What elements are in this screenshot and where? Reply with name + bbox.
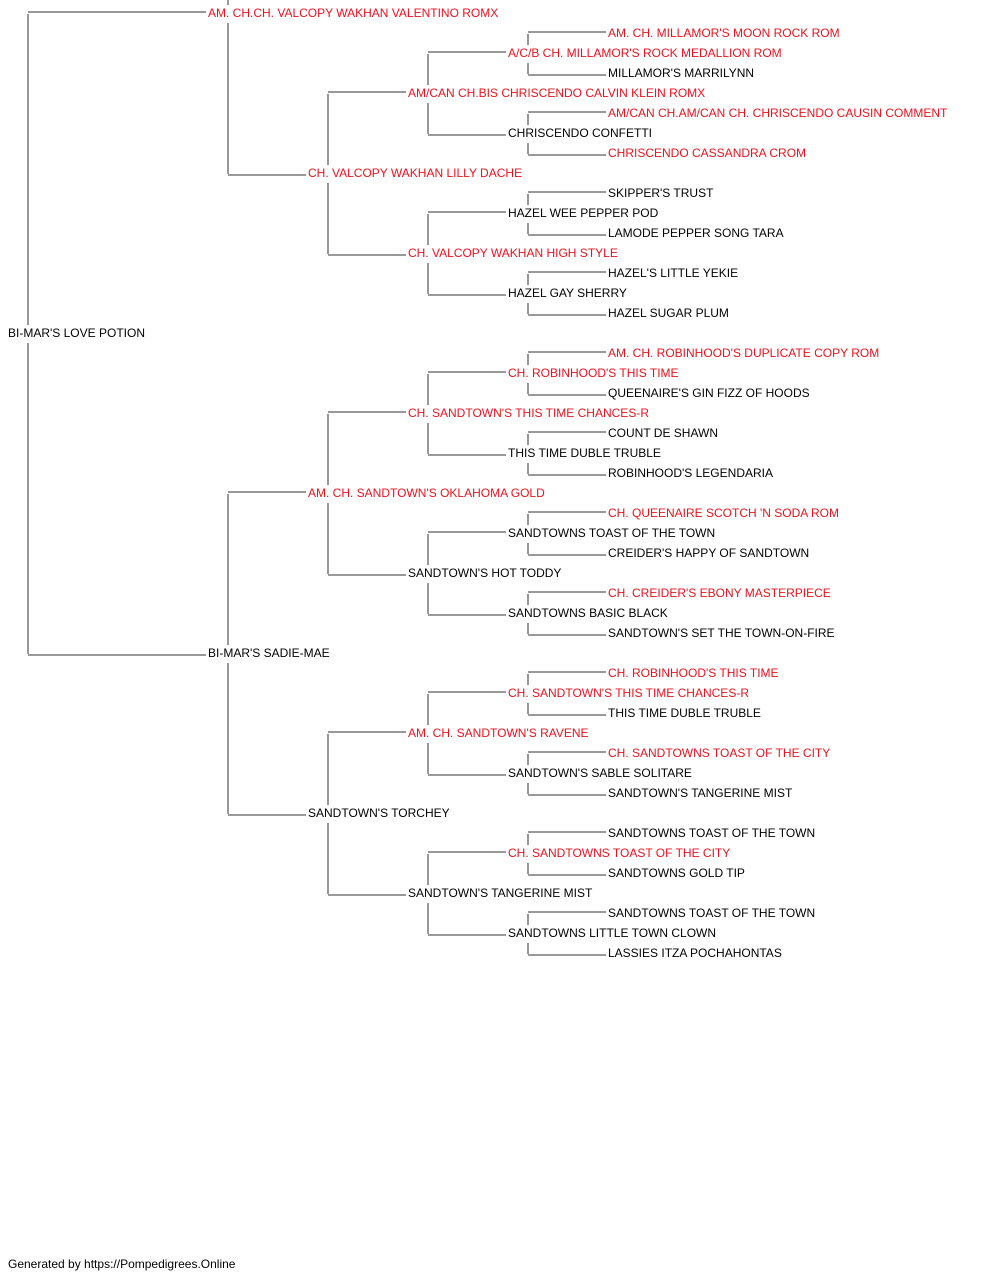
pedigree-name-root-sire-dam-sire-dam-dam: CHRISCENDO CASSANDRA CROM	[608, 146, 806, 160]
pedigree-name-root-sire-dam-dam-sire-dam: LAMODE PEPPER SONG TARA	[608, 226, 784, 240]
pedigree-name-root-dam-dam-dam-dam-sire: SANDTOWNS TOAST OF THE TOWN	[608, 906, 815, 920]
pedigree-name-root-dam-dam-sire-sire: CH. SANDTOWN'S THIS TIME CHANCES-R	[508, 686, 749, 700]
pedigree-name-root: BI-MAR'S LOVE POTION	[8, 326, 145, 340]
pedigree-name-root-dam-dam-sire-dam-sire: CH. SANDTOWNS TOAST OF THE CITY	[608, 746, 830, 760]
pedigree-name-root-sire-dam-dam-dam: HAZEL GAY SHERRY	[508, 286, 627, 300]
footer-credit: Generated by https://Pompedigrees.Online	[8, 1257, 236, 1271]
pedigree-name-root-sire-dam-sire-sire: A/C/B CH. MILLAMOR'S ROCK MEDALLION ROM	[508, 46, 782, 60]
pedigree-name-root-sire-dam-dam-dam-dam: HAZEL SUGAR PLUM	[608, 306, 729, 320]
pedigree-name-root-dam-dam: SANDTOWN'S TORCHEY	[308, 806, 450, 820]
pedigree-name-root-dam-dam-dam-sire-dam: SANDTOWNS GOLD TIP	[608, 866, 745, 880]
pedigree-name-root-sire-dam: CH. VALCOPY WAKHAN LILLY DACHE	[308, 166, 522, 180]
pedigree-name-root-sire-dam-dam-sire-sire: SKIPPER'S TRUST	[608, 186, 714, 200]
pedigree-name-root-dam-dam-sire-sire-dam: THIS TIME DUBLE TRUBLE	[608, 706, 761, 720]
pedigree-name-root-sire-dam-dam-sire: HAZEL WEE PEPPER POD	[508, 206, 659, 220]
pedigree-name-root-dam-sire-dam-sire: SANDTOWNS TOAST OF THE TOWN	[508, 526, 715, 540]
pedigree-name-root-dam-sire-sire-sire: CH. ROBINHOOD'S THIS TIME	[508, 366, 679, 380]
pedigree-name-root-dam-dam-sire-dam-dam: SANDTOWN'S TANGERINE MIST	[608, 786, 793, 800]
pedigree-name-root-dam-dam-dam-dam-dam: LASSIES ITZA POCHAHONTAS	[608, 946, 782, 960]
pedigree-name-root-dam-sire-sire-sire-dam: QUEENAIRE'S GIN FIZZ OF HOODS	[608, 386, 810, 400]
pedigree-name-root-dam-sire-dam-dam: SANDTOWNS BASIC BLACK	[508, 606, 668, 620]
pedigree-name-root-dam-sire-dam: SANDTOWN'S HOT TODDY	[408, 566, 561, 580]
pedigree-name-root-dam-sire-dam-dam-dam: SANDTOWN'S SET THE TOWN-ON-FIRE	[608, 626, 835, 640]
pedigree-name-root-dam-sire-dam-sire-dam: CREIDER'S HAPPY OF SANDTOWN	[608, 546, 809, 560]
pedigree-name-root-dam-sire-dam-sire-sire: CH. QUEENAIRE SCOTCH 'N SODA ROM	[608, 506, 839, 520]
pedigree-name-root-dam-sire-sire-dam-dam: ROBINHOOD'S LEGENDARIA	[608, 466, 773, 480]
pedigree-name-root-sire-dam-dam-dam-sire: HAZEL'S LITTLE YEKIE	[608, 266, 738, 280]
pedigree-name-root-sire-dam-sire-dam: CHRISCENDO CONFETTI	[508, 126, 652, 140]
pedigree-name-root-sire: AM. CH.CH. VALCOPY WAKHAN VALENTINO ROMX	[208, 6, 498, 20]
pedigree-name-root-sire-dam-sire-sire-sire: AM. CH. MILLAMOR'S MOON ROCK ROM	[608, 26, 840, 40]
pedigree-name-root-sire-dam-sire-sire-dam: MILLAMOR'S MARRILYNN	[608, 66, 754, 80]
pedigree-name-root-dam-sire-sire: CH. SANDTOWN'S THIS TIME CHANCES-R	[408, 406, 649, 420]
pedigree-name-root-dam-dam-dam-sire-sire: SANDTOWNS TOAST OF THE TOWN	[608, 826, 815, 840]
pedigree-name-root-dam-dam-dam: SANDTOWN'S TANGERINE MIST	[408, 886, 593, 900]
pedigree-name-root-dam-dam-dam-sire: CH. SANDTOWNS TOAST OF THE CITY	[508, 846, 730, 860]
pedigree-name-root-sire-dam-sire-dam-sire: AM/CAN CH.AM/CAN CH. CHRISCENDO CAUSIN C…	[608, 106, 948, 120]
pedigree-name-root-dam-sire: AM. CH. SANDTOWN'S OKLAHOMA GOLD	[308, 486, 545, 500]
pedigree-name-root-dam-dam-dam-dam: SANDTOWNS LITTLE TOWN CLOWN	[508, 926, 716, 940]
pedigree-name-root-sire-dam-dam: CH. VALCOPY WAKHAN HIGH STYLE	[408, 246, 618, 260]
pedigree-name-root-dam-sire-dam-dam-sire: CH. CREIDER'S EBONY MASTERPIECE	[608, 586, 831, 600]
pedigree-name-root-dam-dam-sire: AM. CH. SANDTOWN'S RAVENE	[408, 726, 589, 740]
pedigree-name-root-dam-dam-sire-dam: SANDTOWN'S SABLE SOLITARE	[508, 766, 692, 780]
pedigree-name-root-dam-sire-sire-sire-sire: AM. CH. ROBINHOOD'S DUPLICATE COPY ROM	[608, 346, 879, 360]
pedigree-name-root-sire-dam-sire: AM/CAN CH.BIS CHRISCENDO CALVIN KLEIN RO…	[408, 86, 705, 100]
pedigree-name-root-dam-dam-sire-sire-sire: CH. ROBINHOOD'S THIS TIME	[608, 666, 779, 680]
pedigree-name-root-dam-sire-sire-dam-sire: COUNT DE SHAWN	[608, 426, 718, 440]
pedigree-name-root-dam: BI-MAR'S SADIE-MAE	[208, 646, 330, 660]
pedigree-name-root-dam-sire-sire-dam: THIS TIME DUBLE TRUBLE	[508, 446, 661, 460]
